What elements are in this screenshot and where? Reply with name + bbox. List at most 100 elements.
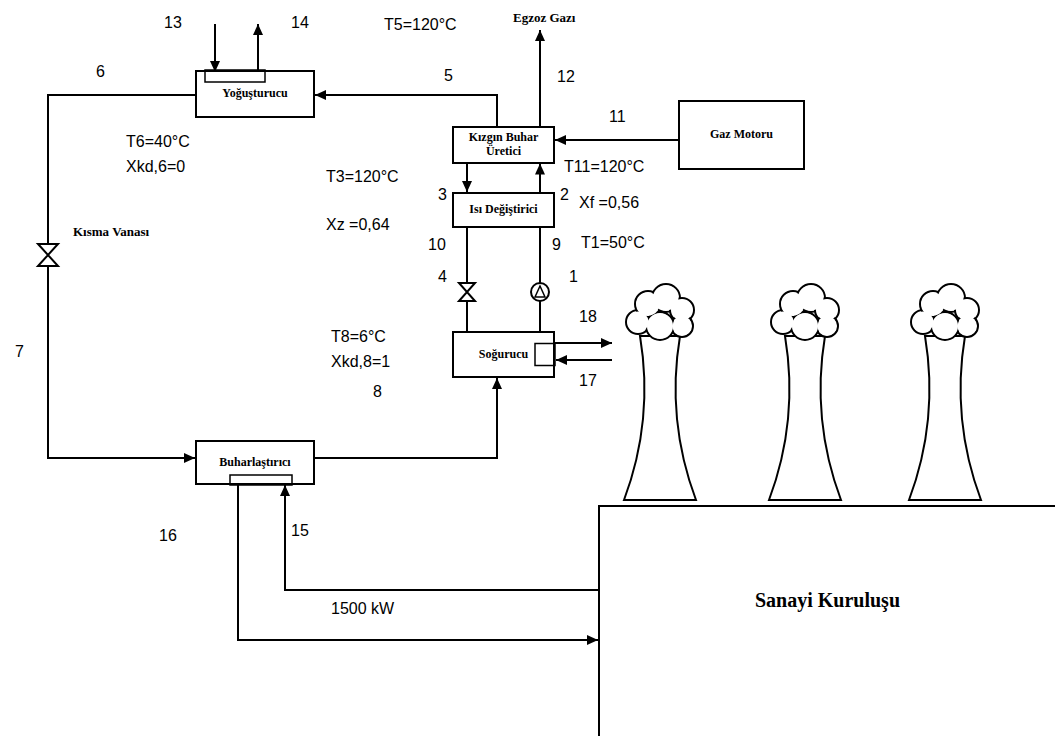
flow-line: [238, 485, 598, 640]
label-box: Xkd,6=0: [125, 158, 186, 176]
label-box: Xz =0,64: [325, 216, 391, 234]
label-box: 10: [427, 236, 447, 254]
state-label: 4: [437, 268, 448, 285]
flow-line: [555, 139, 678, 141]
label-box: Egzoz Gazı: [512, 8, 576, 26]
flow-line: [285, 485, 598, 590]
state-label: T6=40°C: [125, 133, 191, 150]
label-box: T5=120°C: [383, 16, 458, 34]
label-box: 5: [443, 67, 454, 85]
state-label: Xkd,8=1: [330, 353, 391, 370]
label-box: 2: [559, 186, 570, 204]
power-label: 1500 kW: [330, 600, 395, 617]
state-label: 12: [556, 68, 576, 85]
label-box: Xf =0,56: [578, 194, 640, 212]
pump-symbol: [531, 283, 549, 301]
flow-line: [466, 228, 468, 331]
label-box: T1=50°C: [580, 234, 646, 252]
flow-label-box: 1500 kW: [330, 600, 395, 618]
label-box: 4: [437, 268, 448, 286]
state-label: 17: [578, 372, 598, 389]
cooling-tower: [624, 336, 696, 500]
engine-box: Gaz Motoru: [678, 100, 805, 170]
label-box: 9: [551, 236, 562, 254]
state-label: 16: [158, 527, 178, 544]
label-box: 17: [578, 372, 598, 390]
evaporator-coil: [230, 475, 292, 485]
state-label: 18: [578, 308, 598, 325]
flow-line: [315, 378, 497, 458]
box-label: Soğurucu: [479, 348, 528, 362]
state-label: Xz =0,64: [325, 216, 391, 233]
box-label: Gaz Motoru: [710, 128, 773, 142]
label-box: T11=120°C: [563, 158, 645, 176]
evaporator-box: Buharlaştırıcı: [195, 440, 315, 485]
state-label: 13: [163, 14, 183, 31]
label-box: 6: [95, 63, 106, 81]
state-label: 1: [568, 268, 579, 285]
flow-line: [539, 164, 541, 192]
box-label: Buharlaştırıcı: [219, 456, 290, 470]
label-box: 3: [437, 186, 448, 204]
label-box: 15: [290, 522, 310, 540]
state-label: 2: [559, 186, 570, 203]
label-box: 8: [372, 383, 383, 401]
state-label: T3=120°C: [325, 168, 400, 185]
flow-line: [466, 164, 468, 192]
state-label: T5=120°C: [383, 16, 458, 33]
label-box: 13: [163, 14, 183, 32]
state-label: 9: [551, 236, 562, 253]
box-label: Yoğuşturucu: [222, 87, 287, 101]
state-label: 8: [372, 383, 383, 400]
state-label: T8=6°C: [330, 328, 387, 345]
heat-exchanger-box: Isı Değiştirici: [452, 192, 555, 228]
label-box: 12: [556, 68, 576, 86]
label-box: 16: [158, 527, 178, 545]
solution-valve: [459, 283, 475, 301]
cooling-water-in: [214, 24, 216, 72]
absorber-water-in: [556, 359, 612, 361]
steam-cloud: [626, 284, 694, 340]
cooling-tower: [909, 336, 981, 500]
label-box: T3=120°C: [325, 168, 400, 186]
label-box: Kısma Vanası: [72, 222, 150, 240]
condenser-coil: [205, 70, 265, 82]
label-box: 1: [568, 268, 579, 286]
state-label: 10: [427, 236, 447, 253]
cooling-tower: [769, 336, 841, 500]
state-label: Xf =0,56: [578, 194, 640, 211]
state-label: 7: [14, 343, 25, 360]
condenser-box: Yoğuşturucu: [195, 70, 315, 118]
flow-line: [539, 228, 541, 331]
flow-line: [315, 95, 497, 126]
steam-cloud: [771, 284, 839, 340]
label-box: Xkd,8=1: [330, 353, 391, 371]
absorber-coil: [535, 344, 555, 366]
state-label: 6: [95, 63, 106, 80]
state-label: T11=120°C: [563, 158, 645, 175]
state-label: Xkd,6=0: [125, 158, 186, 175]
state-label: 5: [443, 67, 454, 84]
state-label: Egzoz Gazı: [512, 10, 576, 25]
label-box: 7: [14, 343, 25, 361]
flow-line: [48, 95, 195, 458]
state-label: 11: [608, 108, 627, 125]
steam-cloud: [911, 284, 979, 340]
state-label: 15: [290, 522, 310, 539]
label-box: T6=40°C: [125, 133, 191, 151]
state-label: 3: [437, 186, 448, 203]
absorber-water-out: [555, 342, 612, 344]
cooling-towers: [624, 284, 981, 500]
exhaust-line: [539, 30, 541, 126]
label-box: 11: [608, 108, 627, 126]
plant-box: Sanayi Kuruluşu: [598, 505, 1055, 736]
state-label: 14: [290, 14, 310, 31]
label-box: 18: [578, 308, 598, 326]
state-label: T1=50°C: [580, 234, 646, 251]
box-label: Sanayi Kuruluşu: [755, 589, 900, 612]
throttle-valve: [38, 244, 58, 266]
absorber-box: Soğurucu: [452, 331, 555, 378]
